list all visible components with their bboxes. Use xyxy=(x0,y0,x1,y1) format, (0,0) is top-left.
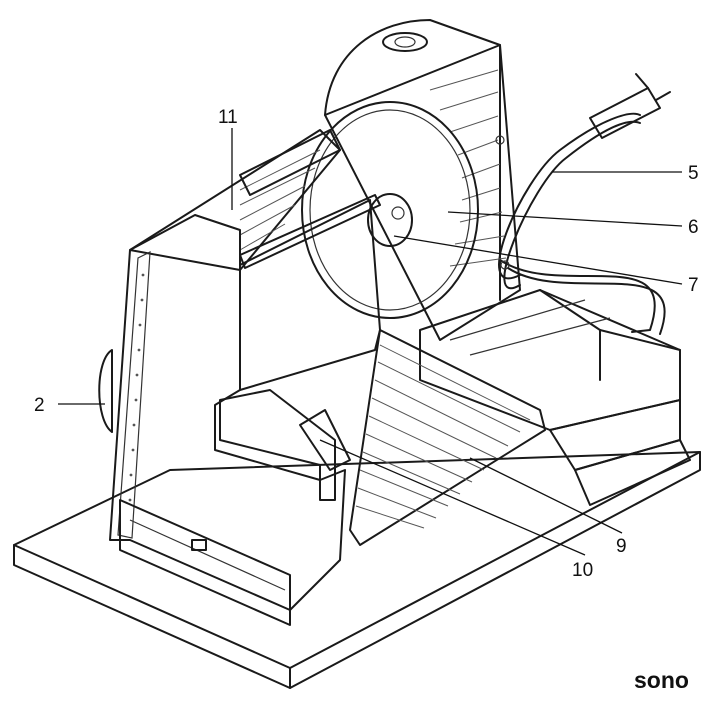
callout-9: 9 xyxy=(616,536,627,557)
rear-housing xyxy=(324,19,521,341)
callout-7: 7 xyxy=(688,275,699,296)
leader-lines xyxy=(58,128,683,556)
callout-2: 2 xyxy=(34,395,45,416)
left-frame xyxy=(98,214,346,626)
callout-labels: 2 5 6 7 9 10 11 xyxy=(34,107,699,581)
motor-housing xyxy=(129,129,341,271)
circular-blade xyxy=(301,101,479,319)
callout-11: 11 xyxy=(218,107,238,128)
callout-5: 5 xyxy=(688,163,699,184)
slide-rails xyxy=(419,289,691,506)
base-plate xyxy=(13,451,701,689)
pusher-plate xyxy=(219,194,381,501)
callout-10: 10 xyxy=(572,560,593,581)
slide-carriage xyxy=(349,329,546,546)
watermark-logo: sono xyxy=(634,667,689,693)
callout-6: 6 xyxy=(688,217,699,238)
